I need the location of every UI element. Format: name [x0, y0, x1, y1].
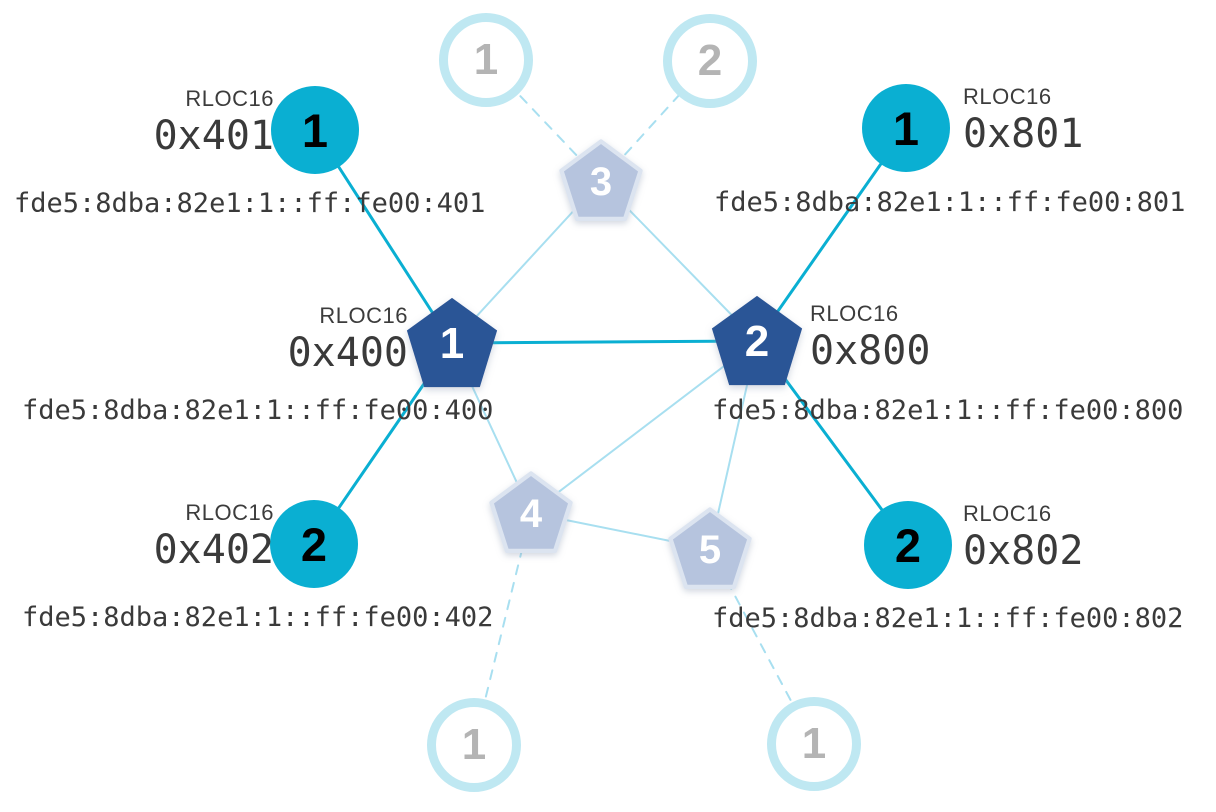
rloc-kicker: RLOC16 [185, 500, 274, 525]
rloc-kicker: RLOC16 [319, 303, 408, 328]
child-0x401-number: 1 [301, 103, 329, 157]
rloc-kicker: RLOC16 [963, 501, 1052, 526]
rloc-label-0x801: RLOC16 0x801 [963, 84, 1084, 157]
rloc-value: 0x400 [287, 330, 408, 376]
ghost-child-top-left-number: 1 [473, 35, 499, 84]
child-0x402-number: 2 [300, 517, 328, 571]
ipv6-address-0x400: fde5:8dba:82e1:1::ff:fe00:400 [22, 395, 494, 426]
pentagon-icon [668, 507, 752, 589]
router-faded-5[interactable]: 5 [667, 506, 753, 592]
link-800-4 [530, 340, 758, 514]
child-0x802-number: 2 [894, 518, 922, 572]
ipv6-address-0x802: fde5:8dba:82e1:1::ff:fe00:802 [712, 603, 1184, 634]
router-0x800[interactable]: 2 [709, 293, 805, 389]
pentagon-icon [489, 471, 573, 553]
rloc-value: 0x800 [810, 328, 931, 374]
ipv6-address-0x801: fde5:8dba:82e1:1::ff:fe00:801 [714, 187, 1186, 218]
rloc-kicker: RLOC16 [963, 84, 1052, 109]
child-0x801[interactable]: 1 [862, 84, 950, 172]
pentagon-icon [406, 297, 498, 388]
ghost-child-bottom-right-number: 1 [801, 719, 827, 768]
router-0x400[interactable]: 1 [404, 295, 500, 391]
ghost-child-top-left[interactable]: 1 [439, 13, 533, 107]
rloc-value: 0x801 [963, 111, 1084, 157]
link-400-800 [450, 339, 759, 345]
rloc-label-0x402: RLOC16 0x402 [144, 500, 274, 573]
rloc-value: 0x802 [963, 528, 1084, 574]
rloc-value: 0x401 [153, 113, 274, 159]
ghost-child-bottom-left-number: 1 [461, 720, 487, 769]
pentagon-icon [711, 295, 803, 386]
rloc-kicker: RLOC16 [810, 301, 899, 326]
ghost-child-top-right-number: 2 [697, 36, 723, 85]
router-faded-3[interactable]: 3 [558, 138, 644, 224]
child-0x401[interactable]: 1 [271, 86, 359, 174]
rloc-label-0x800: RLOC16 0x800 [810, 301, 931, 374]
rloc-label-0x802: RLOC16 0x802 [963, 501, 1084, 574]
ipv6-address-0x402: fde5:8dba:82e1:1::ff:fe00:402 [22, 602, 494, 633]
ghost-child-top-right[interactable]: 2 [663, 14, 757, 108]
ghost-child-bottom-right[interactable]: 1 [767, 697, 861, 791]
ipv6-address-0x401: fde5:8dba:82e1:1::ff:fe00:401 [14, 188, 486, 219]
rloc-kicker: RLOC16 [185, 86, 274, 111]
pentagon-icon [559, 139, 643, 221]
rloc-label-0x401: RLOC16 0x401 [144, 86, 274, 159]
router-faded-4[interactable]: 4 [488, 470, 574, 556]
child-0x802[interactable]: 2 [864, 501, 952, 589]
ipv6-address-0x800: fde5:8dba:82e1:1::ff:fe00:800 [712, 395, 1184, 426]
ghost-child-bottom-left[interactable]: 1 [427, 698, 521, 792]
child-0x402[interactable]: 2 [270, 500, 358, 588]
child-0x801-number: 1 [892, 101, 920, 155]
rloc-label-0x400: RLOC16 0x400 [278, 303, 408, 376]
rloc-value: 0x402 [153, 527, 274, 573]
